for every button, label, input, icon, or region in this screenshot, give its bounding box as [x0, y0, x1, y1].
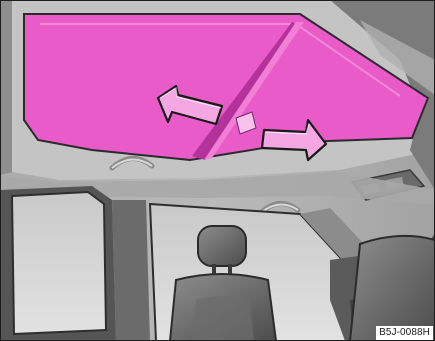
figure-code-label: B5J-0088H: [376, 326, 433, 340]
rear-side-window: [12, 192, 106, 334]
b-pillar: [112, 200, 150, 341]
headrest: [198, 226, 246, 266]
